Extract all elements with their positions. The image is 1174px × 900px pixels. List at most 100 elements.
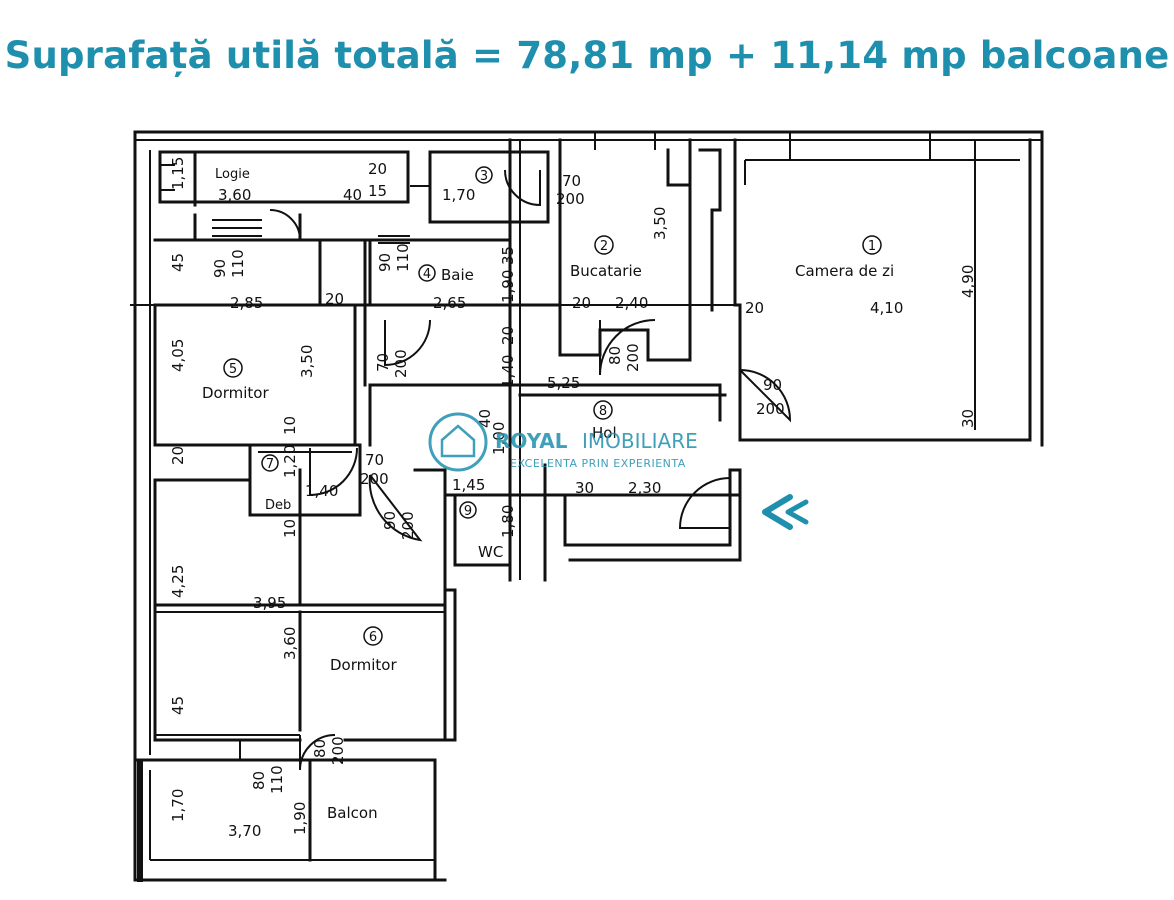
dim-living-wall: 20 xyxy=(745,299,764,317)
dim-d6-10: 10 xyxy=(281,519,299,538)
house-icon xyxy=(440,424,476,458)
dim-door-baie-h: 200 xyxy=(392,349,410,378)
dim-door-buc-w: 80 xyxy=(606,346,624,365)
room-number-6-text: 6 xyxy=(369,630,377,645)
room-number-1 xyxy=(862,235,882,255)
dim-balc-h: 1,70 xyxy=(169,789,187,822)
dim-deb-h: 1,20 xyxy=(281,445,299,478)
watermark-logo-icon xyxy=(428,412,488,472)
room-name-camera-de-zi: Camera de zi xyxy=(795,262,894,280)
dim-d6-45: 45 xyxy=(169,696,187,715)
room-name-hol: Hol xyxy=(592,424,617,442)
dim-win4-b: 110 xyxy=(394,243,412,272)
dim-d5-20a: 20 xyxy=(325,290,344,308)
room-number-4 xyxy=(418,264,436,282)
room-name-balcon: Balcon xyxy=(327,804,378,822)
dim-d5-w: 2,85 xyxy=(230,294,263,312)
dim-living-30: 30 xyxy=(959,409,977,428)
room-number-3-text: 3 xyxy=(480,169,488,184)
room-name-dormitor-5: Dormitor xyxy=(202,384,269,402)
page-title: Suprafață utilă totală = 78,81 mp + 11,1… xyxy=(4,34,1170,77)
dim-living-w: 4,10 xyxy=(870,299,903,317)
room-number-6 xyxy=(363,626,383,646)
dim-logie-d2: 15 xyxy=(368,182,387,200)
dim-wc-w: 1,45 xyxy=(452,476,485,494)
room-name-deb: Deb xyxy=(265,498,291,513)
room-number-1-text: 1 xyxy=(868,239,876,254)
dim-door-top-h: 200 xyxy=(556,190,585,208)
room-number-5 xyxy=(223,358,243,378)
dim-hol-w: 2,30 xyxy=(628,479,661,497)
dim-win5-a: 90 xyxy=(211,259,229,278)
dim-hol-20: 20 xyxy=(499,326,517,345)
room-number-8-text: 8 xyxy=(599,404,607,419)
dim-door-deb-w: 70 xyxy=(365,451,384,469)
dim-living-h: 4,90 xyxy=(959,265,977,298)
dim-door-balc-w: 80 xyxy=(311,739,329,758)
dim-win4-a: 90 xyxy=(376,253,394,272)
dim-baie-35: 35 xyxy=(499,246,517,265)
dim-d6-360: 3,60 xyxy=(281,627,299,660)
dim-logie-d1: 20 xyxy=(368,160,387,178)
room-number-9-text: 9 xyxy=(464,504,472,519)
watermark-brand-a: ROYAL xyxy=(495,429,568,453)
dim-door-hol-w: 90 xyxy=(763,376,782,394)
dim-baie-h: 1,90 xyxy=(499,270,517,303)
dim-wc-100: 1,00 xyxy=(490,422,508,455)
room-number-8 xyxy=(593,400,613,420)
walls xyxy=(130,130,1044,882)
dim-small-len: 1,70 xyxy=(442,186,475,204)
room-number-5-text: 5 xyxy=(229,362,237,377)
door-swings xyxy=(269,169,792,771)
double-chevron-left-icon xyxy=(762,494,809,530)
room-name-bucatarie: Bucatarie xyxy=(570,262,642,280)
dim-baie-w: 2,65 xyxy=(433,294,466,312)
dim-balc-win-b: 110 xyxy=(268,765,286,794)
dim-kitchen-h: 3,50 xyxy=(651,207,669,240)
room-number-9 xyxy=(459,501,477,519)
dim-door-buc-h: 200 xyxy=(624,343,642,372)
watermark: ROYAL IMOBILIARE EXCELENTA PRIN EXPERIEN… xyxy=(428,412,698,472)
dim-balc-w: 3,70 xyxy=(228,822,261,840)
dim-kitchen-wall: 20 xyxy=(572,294,591,312)
dim-logie-len: 3,60 xyxy=(218,186,251,204)
dim-d5-h: 4,05 xyxy=(169,339,187,372)
dim-door-top-w: 70 xyxy=(562,172,581,190)
room-number-7-text: 7 xyxy=(266,457,274,472)
watermark-tagline: EXCELENTA PRIN EXPERIENTA xyxy=(510,457,686,470)
dim-door-deb-h: 200 xyxy=(360,470,389,488)
dim-kitchen-w: 2,40 xyxy=(615,294,648,312)
room-labels: 1 Camera de zi 2 Bucatarie 4 Baie 5 Dorm… xyxy=(202,166,894,822)
dim-deb-w: 1,40 xyxy=(305,482,338,500)
room-number-7 xyxy=(261,454,279,472)
watermark-brand-b: IMOBILIARE xyxy=(582,429,698,453)
dim-hol-140: 1,40 xyxy=(499,355,517,388)
dim-d5-20b: 20 xyxy=(169,446,187,465)
dim-door-hol-h: 200 xyxy=(756,400,785,418)
dim-logie-side: 1,15 xyxy=(169,157,187,190)
dim-door-balc-h: 200 xyxy=(329,736,347,765)
dim-balc-190: 1,90 xyxy=(291,802,309,835)
dim-d6-h: 4,25 xyxy=(169,565,187,598)
dim-d5-350: 3,50 xyxy=(298,345,316,378)
dim-deb-10: 10 xyxy=(281,416,299,435)
dimension-labels: 3,60 40 20 15 1,15 1,70 70 200 3,50 2,40… xyxy=(169,157,977,840)
dim-hol-len: 5,25 xyxy=(547,374,580,392)
dim-balc-win-a: 80 xyxy=(250,771,268,790)
dim-wc-h: 1,80 xyxy=(499,505,517,538)
dim-door-baie-w: 70 xyxy=(374,353,392,372)
dim-door-d6-w: 90 xyxy=(381,511,399,530)
room-number-2 xyxy=(594,235,614,255)
dim-d6-w: 3,95 xyxy=(253,594,286,612)
room-number-4-text: 4 xyxy=(423,267,431,282)
room-number-3 xyxy=(475,166,493,184)
room-name-baie: Baie xyxy=(441,266,474,284)
room-name-logie: Logie xyxy=(215,167,250,182)
dim-win5-b: 110 xyxy=(229,249,247,278)
dim-logie-w: 40 xyxy=(343,186,362,204)
room-number-2-text: 2 xyxy=(600,239,608,254)
room-name-dormitor-6: Dormitor xyxy=(330,656,397,674)
dim-d5-45: 45 xyxy=(169,253,187,272)
dim-hol-30: 30 xyxy=(575,479,594,497)
